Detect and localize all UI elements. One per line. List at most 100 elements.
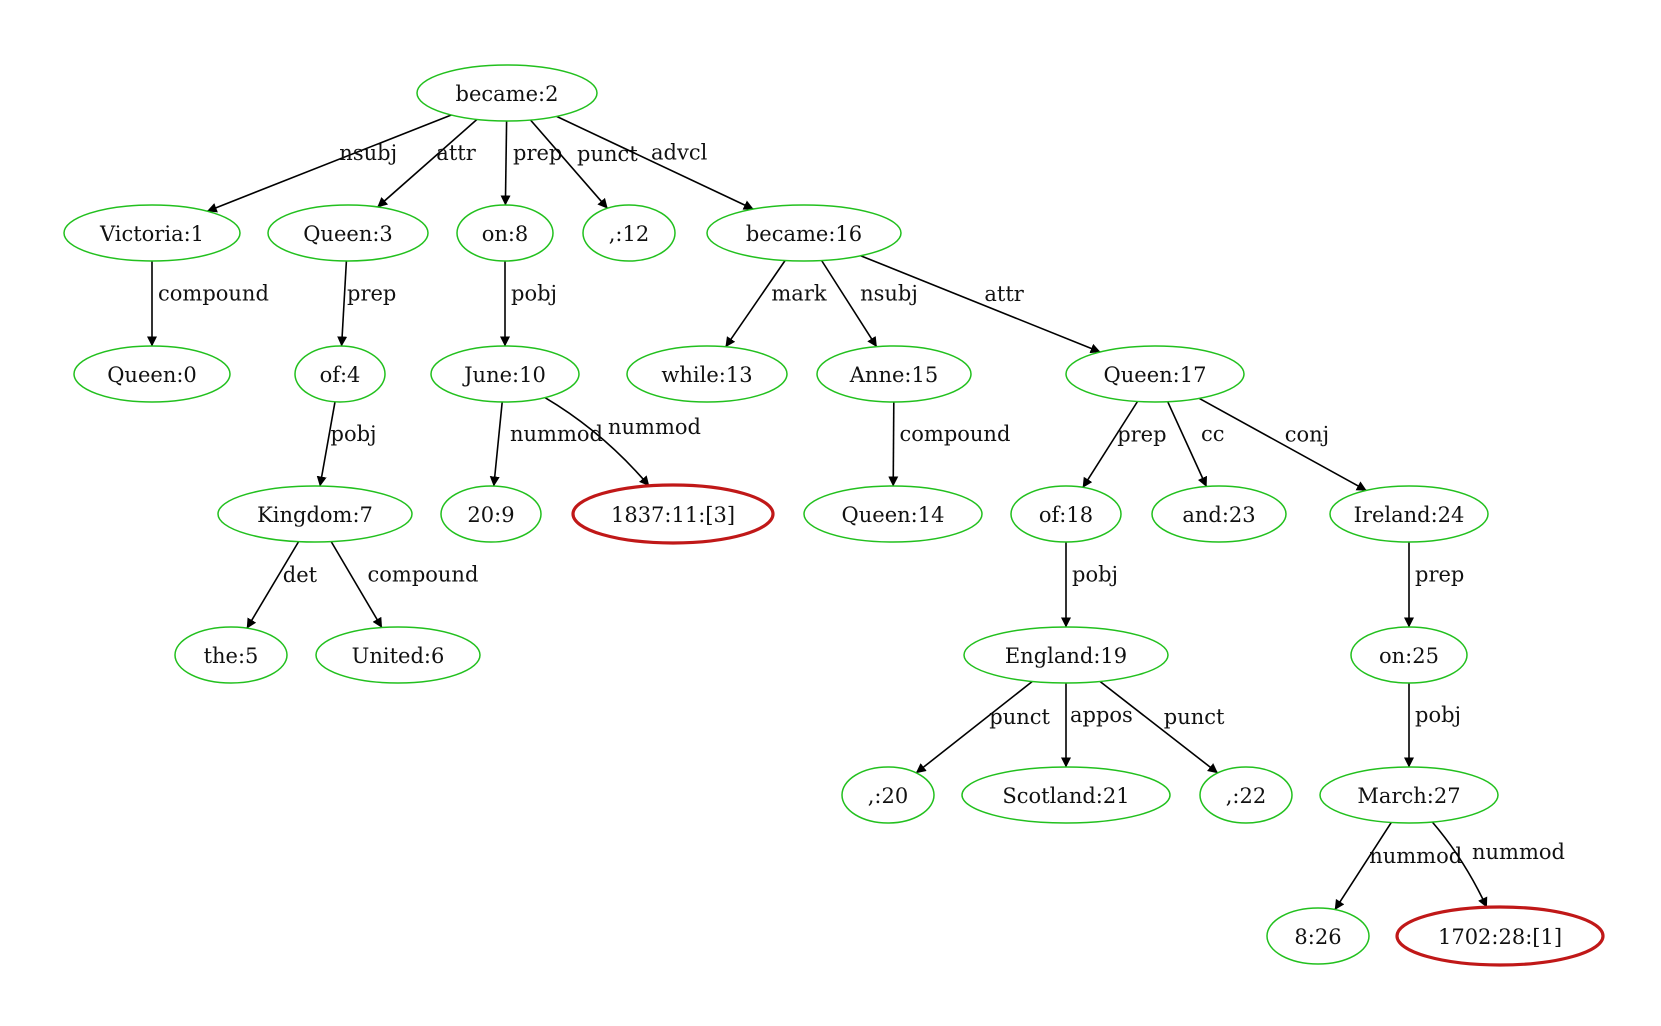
node-label: Anne:15 (849, 363, 938, 387)
node-ellipse (706, 204, 902, 262)
tree-node-12: ,:12 (582, 204, 676, 262)
tree-node-20: ,:20 (841, 766, 935, 824)
edge-kingdom-7-to-the-5: det (246, 541, 318, 629)
tree-node-1837-11-3: 1837:11:[3] (571, 483, 775, 545)
node-ellipse (73, 345, 231, 403)
edge-ireland-24-to-on-25: prep (1404, 542, 1464, 628)
edge-of-4-to-kingdom-7: pobj (316, 401, 377, 487)
edge-became-2-to-queen-3: attr (377, 118, 478, 208)
tree-node-and-23: and:23 (1151, 485, 1287, 543)
edge-arrow (820, 260, 878, 348)
edge-of-18-to-england-19: pobj (1061, 542, 1118, 628)
edge-became-16-to-anne-15: nsubj (820, 260, 918, 348)
node-ellipse (416, 64, 598, 122)
node-label: June:10 (462, 363, 546, 387)
tree-node-became-2: became:2 (416, 64, 598, 122)
edge-arrow (1431, 821, 1488, 908)
edge-label: attr (984, 282, 1024, 306)
node-label: ,:22 (1226, 784, 1266, 808)
node-ellipse (1065, 345, 1245, 403)
edge-arrow (316, 401, 336, 487)
edge-label: pobj (511, 282, 557, 306)
edge-queen-17-to-and-23: cc (1166, 401, 1225, 487)
edge-arrow (544, 396, 650, 487)
edge-june-10-to-1837-11-3: nummod (544, 396, 701, 487)
edge-queen-17-to-of-18: prep (1082, 401, 1167, 488)
node-ellipse (1319, 766, 1499, 824)
node-ellipse (1329, 485, 1489, 543)
edge-label: nummod (608, 415, 701, 439)
node-label: of:18 (1039, 503, 1093, 527)
node-label: 20:9 (467, 503, 514, 527)
edge-arrow (1166, 401, 1208, 487)
edge-label: punct (577, 142, 638, 166)
edge-label: punct (989, 705, 1050, 729)
node-label: of:4 (320, 363, 361, 387)
tree-node-on-8: on:8 (456, 204, 554, 262)
tree-node-of-18: of:18 (1010, 485, 1122, 543)
tree-node-march-27: March:27 (1319, 766, 1499, 824)
edge-march-27-to-8-26: nummod (1334, 821, 1462, 911)
edge-label: pobj (1415, 703, 1461, 727)
node-ellipse (440, 485, 542, 543)
tree-node-20-9: 20:9 (440, 485, 542, 543)
node-ellipse (315, 626, 481, 684)
tree-node-anne-15: Anne:15 (816, 345, 972, 403)
edge-arrow (1334, 821, 1392, 911)
tree-node-the-5: the:5 (174, 626, 288, 684)
edge-label: compound (900, 422, 1011, 446)
edge-arrow (206, 114, 452, 213)
node-ellipse (626, 345, 788, 403)
tree-node-8-26: 8:26 (1266, 907, 1370, 965)
node-ellipse (217, 485, 413, 543)
edge-anne-15-to-queen-14: compound (888, 401, 1011, 487)
edge-on-8-to-june-10: pobj (500, 261, 557, 347)
edge-label: compound (158, 282, 269, 306)
tree-node-1702-28-1: 1702:28:[1] (1395, 905, 1605, 967)
edge-label: conj (1285, 422, 1329, 446)
edge-label: appos (1070, 703, 1133, 727)
node-ellipse (1010, 485, 1122, 543)
node-ellipse (267, 204, 429, 262)
edge-became-2-to-victoria-1: nsubj (206, 114, 452, 213)
edge-label: det (283, 563, 318, 587)
node-label: England:19 (1005, 644, 1127, 668)
node-ellipse (963, 626, 1169, 684)
node-label: 1837:11:[3] (611, 503, 735, 527)
edge-arrow (915, 680, 1033, 774)
node-ellipse (430, 345, 580, 403)
edge-arrow (337, 260, 348, 347)
edge-became-2-to-on-8: prep (500, 120, 562, 206)
edge-label: attr (436, 141, 476, 165)
edge-label: compound (368, 563, 479, 587)
tree-node-victoria-1: Victoria:1 (63, 204, 241, 262)
edge-kingdom-7-to-united-6: compound (330, 541, 479, 628)
tree-node-became-16: became:16 (706, 204, 902, 262)
node-ellipse (294, 345, 386, 403)
node-label: Kingdom:7 (257, 503, 373, 527)
edge-arrow (330, 541, 383, 628)
edge-victoria-1-to-queen-0: compound (147, 261, 269, 347)
edge-march-27-to-1702-28-1: nummod (1431, 821, 1565, 908)
edge-england-19-to-scotland-21: appos (1061, 683, 1133, 768)
edge-became-2-to-became-16: advcl (556, 115, 754, 210)
edge-label: prep (1117, 422, 1166, 446)
node-label: Queen:14 (842, 503, 945, 527)
tree-node-queen-0: Queen:0 (73, 345, 231, 403)
tree-node-june-10: June:10 (430, 345, 580, 403)
edge-arrow (489, 401, 503, 487)
node-ellipse (571, 483, 775, 545)
edge-label: nummod (1472, 840, 1565, 864)
tree-node-england-19: England:19 (963, 626, 1169, 684)
edge-england-19-to-20: punct (915, 680, 1051, 774)
tree-node-22: ,:22 (1199, 766, 1293, 824)
node-ellipse (582, 204, 676, 262)
node-label: the:5 (204, 644, 259, 668)
edge-label: prep (1415, 563, 1464, 587)
node-label: became:2 (456, 82, 559, 106)
edge-arrow (246, 541, 300, 629)
edge-label: advcl (651, 141, 708, 165)
node-ellipse (961, 766, 1171, 824)
edge-arrow (888, 401, 899, 487)
